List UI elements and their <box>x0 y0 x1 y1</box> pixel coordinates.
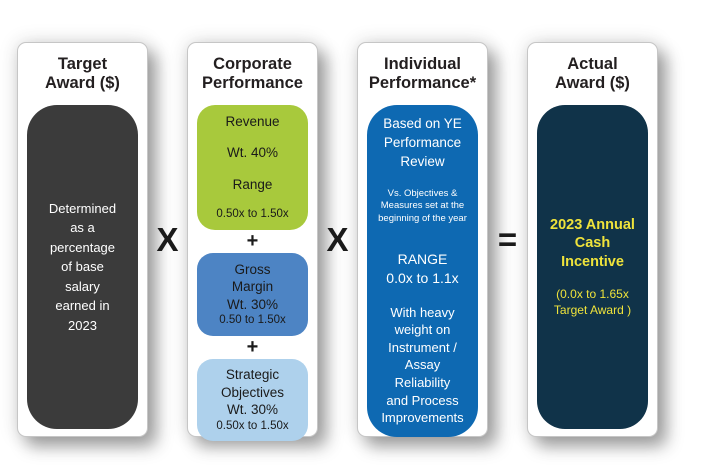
multiply-operator-1: X <box>156 220 179 258</box>
target-award-header: Target Award ($) <box>45 55 120 92</box>
strategic-objectives-range-value: 0.50x to 1.50x <box>216 419 289 432</box>
actual-award-header: Actual Award ($) <box>555 55 630 92</box>
strategic-objectives-title: Strategic Objectives <box>220 367 285 400</box>
plus-operator-2: + <box>246 335 259 358</box>
multiply-operator-2: X <box>326 220 349 258</box>
revenue-range-label: Range <box>232 176 273 192</box>
revenue-range-value: 0.50x to 1.50x <box>216 208 289 221</box>
individual-performance-objectives-text: Vs. Objectives & Measures set at the beg… <box>378 187 467 225</box>
target-award-body-text: Determined as a percentage of base salar… <box>48 200 117 333</box>
strategic-objectives-weight: Wt. 30% <box>226 402 278 418</box>
revenue-weight: Wt. 40% <box>226 145 278 161</box>
pill-actual-award: 2023 Annual Cash Incentive (0.0x to 1.65… <box>537 104 648 429</box>
individual-performance-weighting-text: With heavy weight on Instrument / Assay … <box>381 304 464 426</box>
plus-operator-1: + <box>246 229 259 252</box>
annual-cash-incentive-title: 2023 Annual Cash Incentive <box>550 216 635 271</box>
pill-individual-performance: Based on YE Performance Review Vs. Objec… <box>367 104 478 437</box>
corporate-performance-header: Corporate Performance <box>202 55 303 92</box>
revenue-title: Revenue <box>225 113 280 129</box>
box-strategic-objectives: Strategic Objectives Wt. 30% 0.50x to 1.… <box>197 358 308 441</box>
individual-performance-header: Individual Performance* <box>368 55 477 92</box>
card-individual-performance: Individual Performance* Based on YE Perf… <box>357 42 488 437</box>
gross-margin-weight: Wt. 30% <box>226 296 278 312</box>
incentive-formula-diagram: Target Award ($) Determined as a percent… <box>17 42 658 441</box>
gross-margin-range-value: 0.50 to 1.50x <box>219 314 286 327</box>
annual-cash-incentive-range: (0.0x to 1.65x Target Award ) <box>553 287 632 318</box>
gross-margin-title: Gross Margin <box>231 261 274 295</box>
card-target-award: Target Award ($) Determined as a percent… <box>17 42 148 437</box>
box-revenue: Revenue Wt. 40% Range 0.50x to 1.50x <box>197 104 308 230</box>
individual-performance-basis-text: Based on YE Performance Review <box>383 115 462 169</box>
card-corporate-performance: Corporate Performance Revenue Wt. 40% Ra… <box>187 42 318 441</box>
equals-operator: = <box>497 220 518 258</box>
card-actual-award: Actual Award ($) 2023 Annual Cash Incent… <box>527 42 658 437</box>
pill-target-award: Determined as a percentage of base salar… <box>27 104 138 429</box>
box-gross-margin: Gross Margin Wt. 30% 0.50 to 1.50x <box>197 252 308 336</box>
individual-performance-range-text: RANGE 0.0x to 1.1x <box>386 251 459 286</box>
